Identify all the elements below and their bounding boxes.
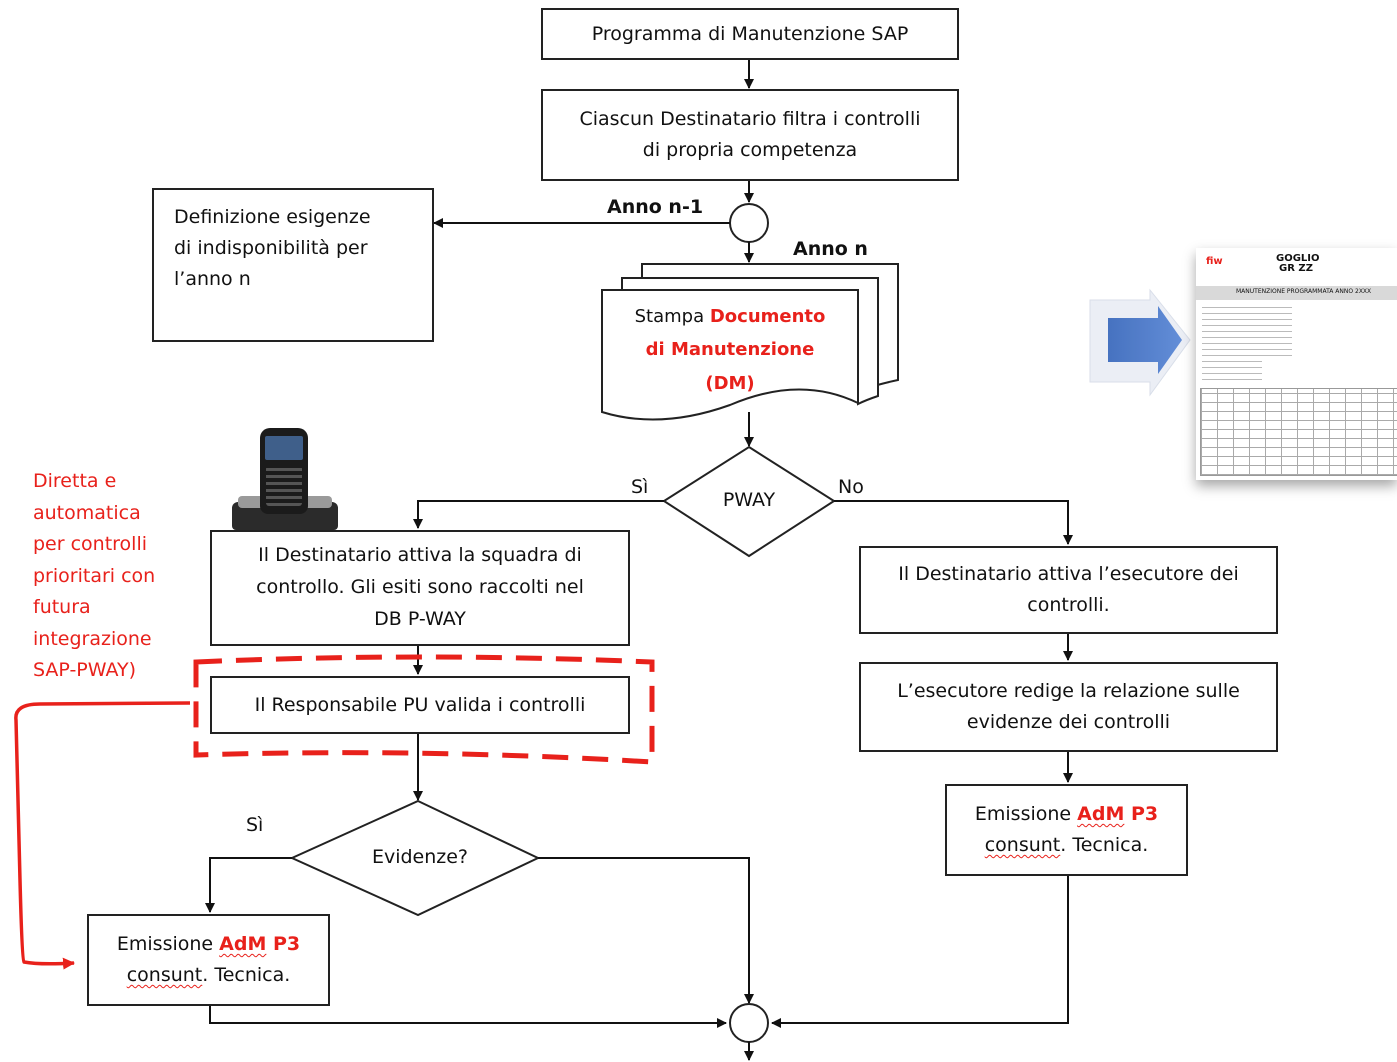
document-preview: fiw GOGLIO GR ZZ MANUTENZIONE PROGRAMMAT… bbox=[1196, 248, 1397, 480]
definizione-line1: Definizione esigenze bbox=[174, 206, 371, 228]
ciascun-box: Ciascun Destinatario filtra i controlli … bbox=[541, 89, 959, 181]
merge-node-top bbox=[729, 203, 769, 243]
responsabile-box: Il Responsabile PU valida i controlli bbox=[210, 676, 630, 734]
doc-brand: fiw bbox=[1206, 256, 1223, 267]
label-si-pway: Sì bbox=[631, 476, 649, 498]
note-line2: automatica bbox=[33, 501, 141, 524]
squadra-line3: DB P-WAY bbox=[374, 607, 466, 630]
stampa-red3: (DM) bbox=[705, 372, 755, 394]
emissione-right-p3: P3 bbox=[1124, 803, 1159, 826]
squadra-box: Il Destinatario attiva la squadra di con… bbox=[210, 530, 630, 646]
emissione-right-pre: Emissione bbox=[974, 803, 1078, 826]
emissione-right-tecnica: . Tecnica. bbox=[1060, 834, 1149, 856]
emissione-left-line2: consunt. Tecnica. bbox=[127, 960, 291, 991]
evidenze-label: Evidenze? bbox=[371, 846, 469, 868]
definizione-box: Definizione esigenze di indisponibilità … bbox=[152, 188, 434, 342]
stampa-pre: Stampa bbox=[634, 306, 710, 327]
emissione-left-tecnica: . Tecnica. bbox=[202, 964, 291, 986]
esecutore-box: Il Destinatario attiva l’esecutore dei c… bbox=[859, 546, 1278, 634]
programma-box: Programma di Manutenzione SAP bbox=[541, 8, 959, 60]
ciascun-line1: Ciascun Destinatario filtra i controlli bbox=[579, 108, 921, 131]
emissione-right-adm: AdM bbox=[1077, 803, 1125, 826]
ciascun-line2: di propria competenza bbox=[642, 139, 858, 161]
blue-arrow-icon bbox=[1089, 288, 1191, 397]
emissione-left-p3: P3 bbox=[266, 933, 301, 956]
note-line6: integrazione bbox=[33, 627, 152, 650]
note-line3: per controlli bbox=[33, 533, 148, 556]
emissione-left-consunt: consunt bbox=[126, 964, 203, 986]
doc-title-line2: GR ZZ bbox=[1279, 263, 1313, 274]
responsabile-text: Il Responsabile PU valida i controlli bbox=[254, 693, 586, 716]
red-connector bbox=[14, 701, 191, 970]
emissione-right-line1: Emissione AdM P3 bbox=[975, 799, 1158, 830]
squadra-line1: Il Destinatario attiva la squadra di bbox=[258, 544, 582, 567]
evidenze-decision bbox=[289, 799, 541, 917]
note-text: Diretta e automatica per controlli prior… bbox=[33, 466, 155, 687]
definizione-line3: l’anno n bbox=[174, 267, 251, 290]
relazione-box: L’esecutore redige la relazione sulle ev… bbox=[859, 662, 1278, 752]
emissione-right-line2: consunt. Tecnica. bbox=[985, 830, 1149, 861]
dashed-highlight bbox=[193, 654, 655, 765]
programma-text: Programma di Manutenzione SAP bbox=[591, 22, 909, 45]
note-line4: prioritari con bbox=[33, 564, 156, 587]
relazione-line1: L’esecutore redige la relazione sulle bbox=[897, 680, 1240, 703]
merge-node-bottom bbox=[729, 1003, 769, 1043]
emissione-right-box: Emissione AdM P3 consunt. Tecnica. bbox=[945, 784, 1188, 876]
note-line7: SAP-PWAY) bbox=[33, 659, 137, 682]
emissione-left-adm: AdM bbox=[219, 933, 267, 956]
stampa-red2: di Manutenzione bbox=[645, 339, 815, 361]
esecutore-line1: Il Destinatario attiva l’esecutore dei bbox=[898, 563, 1239, 586]
label-anno-n1: Anno n-1 bbox=[607, 196, 704, 218]
emissione-left-pre: Emissione bbox=[116, 933, 220, 956]
stampa-red1: Documento bbox=[709, 306, 826, 327]
definizione-line2: di indisponibilità per bbox=[174, 236, 368, 259]
pway-decision bbox=[662, 445, 836, 558]
emissione-left-box: Emissione AdM P3 consunt. Tecnica. bbox=[87, 914, 330, 1006]
relazione-line2: evidenze dei controlli bbox=[966, 711, 1171, 733]
stampa-text: Stampa Documento di Manutenzione (DM) bbox=[602, 300, 858, 400]
emissione-right-consunt: consunt bbox=[984, 834, 1061, 856]
label-no-pway: No bbox=[838, 476, 864, 498]
emissione-left-line1: Emissione AdM P3 bbox=[117, 929, 300, 960]
squadra-line2: controllo. Gli esiti sono raccolti nel bbox=[256, 576, 584, 599]
label-si-evidenze: Sì bbox=[246, 814, 264, 836]
label-anno-n: Anno n bbox=[793, 238, 868, 260]
pway-label: PWAY bbox=[722, 489, 776, 511]
handheld-device-icon bbox=[232, 426, 338, 532]
doc-title-line1: GOGLIO bbox=[1276, 253, 1320, 264]
doc-subtitle: MANUTENZIONE PROGRAMMATA ANNO 2XXX bbox=[1236, 288, 1372, 295]
note-line5: futura bbox=[33, 596, 91, 619]
note-line1: Diretta e bbox=[33, 470, 117, 492]
document-shape bbox=[601, 289, 859, 421]
esecutore-line2: controlli. bbox=[1027, 594, 1110, 616]
